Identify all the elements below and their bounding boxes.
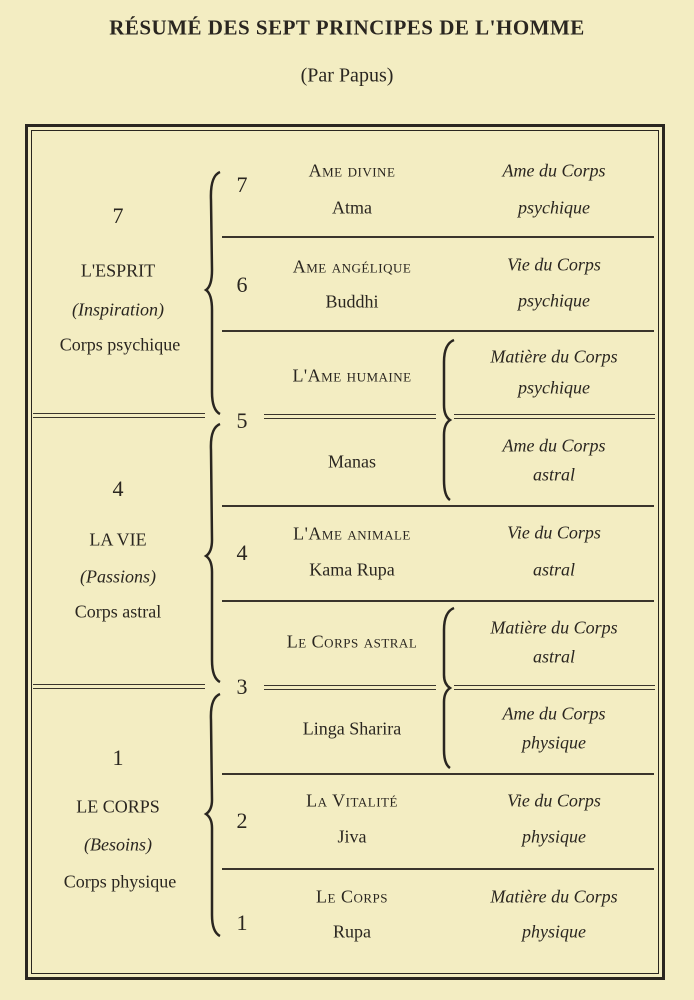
- principle-name: Ame divine: [308, 160, 396, 181]
- group-body: Corps astral: [74, 601, 162, 622]
- principle-sanskrit: Jiva: [337, 826, 367, 847]
- principle-name: Le Corps astral: [286, 631, 418, 652]
- principle-sanskrit: Kama Rupa: [309, 559, 395, 580]
- divider: [222, 330, 654, 332]
- divider: [222, 773, 654, 775]
- group-name: LA VIE: [89, 529, 147, 550]
- principle-name: Le Corps: [316, 886, 388, 907]
- divider: [33, 684, 205, 689]
- principle-role: Ame du Corps: [502, 160, 606, 181]
- principle-role: Vie du Corps: [507, 522, 601, 543]
- principle-number: 2: [236, 808, 248, 833]
- principle-role: Ame du Corps: [502, 703, 606, 724]
- group-need: (Passions): [80, 566, 156, 587]
- principle-number: 3: [236, 674, 248, 699]
- principle-name: L'Ame animale: [293, 523, 411, 544]
- principle-number: 4: [236, 540, 248, 565]
- principle-number: 6: [236, 272, 248, 297]
- divider: [222, 505, 654, 507]
- principle-name: Ame angélique: [292, 256, 412, 277]
- principle-name: La Vitalité: [306, 790, 398, 811]
- right-brace-icon: [442, 338, 455, 502]
- divider: [222, 868, 654, 870]
- group-number: 1: [112, 745, 124, 770]
- divider: [264, 685, 436, 690]
- group-body: Corps physique: [63, 871, 177, 892]
- principle-sanskrit: Buddhi: [325, 291, 379, 312]
- page-title: RÉSUMÉ DES SEPT PRINCIPES DE L'HOMME: [109, 15, 585, 40]
- principle-role: Vie du Corps: [507, 790, 601, 811]
- page-subtitle: (Par Papus): [300, 64, 394, 87]
- principle-sanskrit: Atma: [332, 197, 372, 218]
- principle-number: 7: [236, 172, 248, 197]
- principle-role-body: physique: [522, 921, 586, 942]
- left-brace-icon: [203, 170, 221, 416]
- group-name: L'ESPRIT: [80, 260, 156, 281]
- group-name: LE CORPS: [76, 796, 160, 817]
- principle-number: 1: [236, 910, 248, 935]
- principle-sanskrit: Rupa: [333, 921, 371, 942]
- principle-role-body: psychique: [518, 290, 590, 311]
- divider: [222, 600, 654, 602]
- principle-role-body: astral: [532, 646, 576, 667]
- principle-role-body: psychique: [518, 197, 590, 218]
- table-outer-border: [25, 124, 665, 980]
- group-number: 4: [112, 476, 124, 501]
- principle-number: 5: [236, 408, 248, 433]
- principle-role: Matière du Corps: [490, 617, 618, 638]
- table-inner-border: [31, 130, 659, 974]
- principle-name: Linga Sharira: [302, 718, 402, 739]
- principle-role-body: astral: [532, 464, 576, 485]
- principle-role-body: psychique: [518, 377, 590, 398]
- principle-role-body: physique: [522, 732, 586, 753]
- divider: [454, 685, 655, 690]
- left-brace-icon: [203, 692, 221, 938]
- group-need: (Besoins): [84, 834, 152, 855]
- group-body: Corps psychique: [59, 334, 181, 355]
- principle-name: L'Ame humaine: [292, 365, 412, 386]
- divider: [264, 414, 436, 419]
- group-need: (Inspiration): [72, 299, 164, 320]
- principle-role: Ame du Corps: [502, 435, 606, 456]
- divider: [33, 413, 205, 418]
- principle-role: Vie du Corps: [507, 254, 601, 275]
- principle-role: Matière du Corps: [490, 346, 618, 367]
- principle-name: Manas: [328, 451, 376, 472]
- left-brace-icon: [203, 422, 221, 684]
- principle-role-body: astral: [532, 559, 576, 580]
- right-brace-icon: [442, 606, 455, 770]
- principle-role: Matière du Corps: [490, 886, 618, 907]
- group-number: 7: [112, 203, 124, 228]
- divider: [222, 236, 654, 238]
- principle-role-body: physique: [522, 826, 586, 847]
- divider: [454, 414, 655, 419]
